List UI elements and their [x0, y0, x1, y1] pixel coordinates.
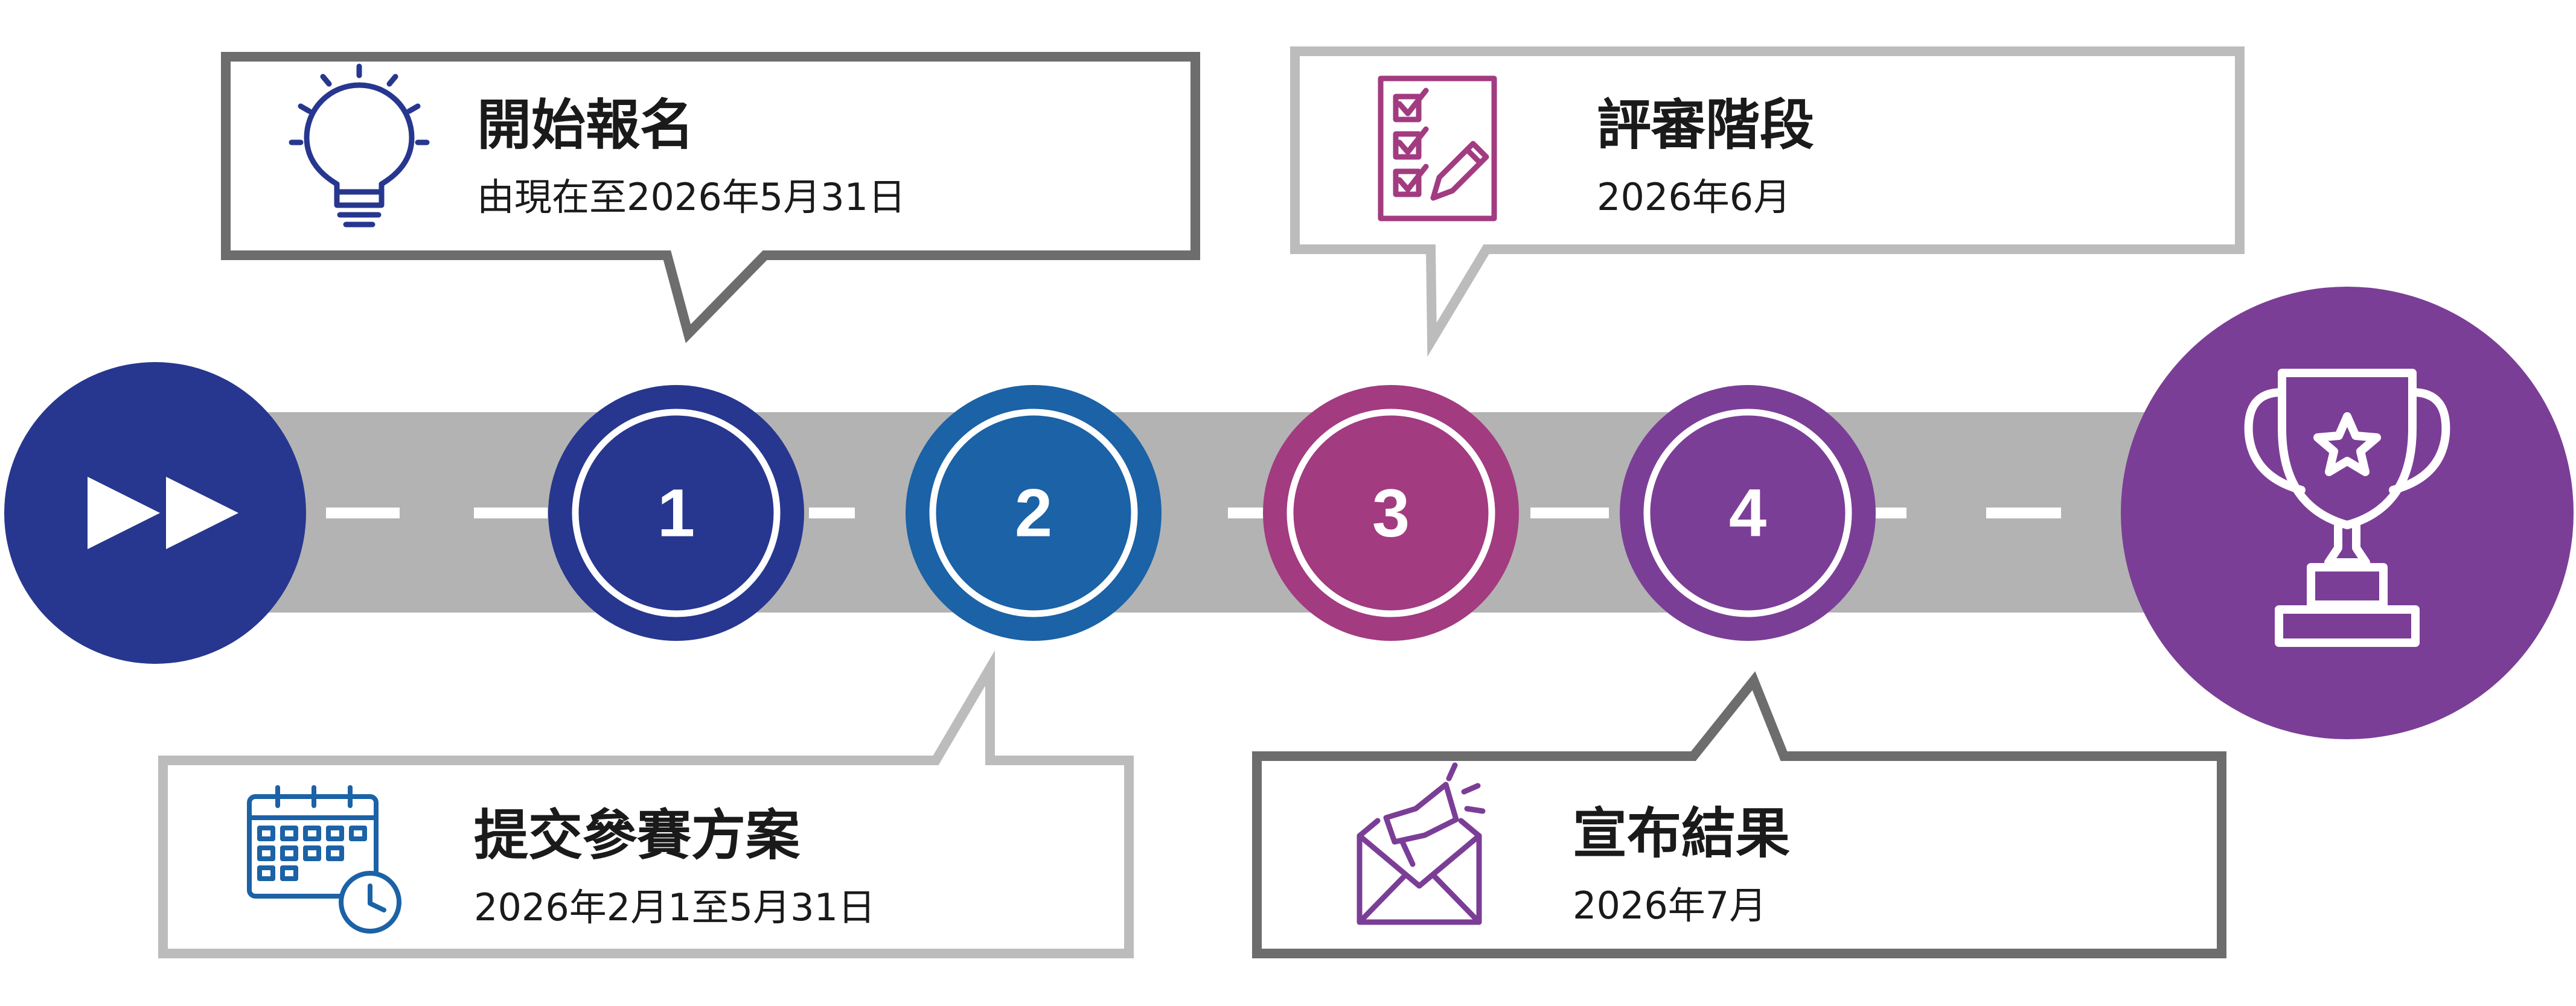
step-1-marker: 1 — [548, 385, 804, 641]
step-2-number: 2 — [1015, 476, 1052, 551]
step-1-date: 由現在至2026年5月31日 — [477, 175, 906, 219]
road-dashes — [326, 508, 2061, 518]
callout-step-3: 評審階段 2026年6月 — [1290, 46, 2245, 357]
step-2-title: 提交參賽方案 — [474, 804, 801, 867]
step-3-circle — [1263, 385, 1519, 641]
road-dash — [1530, 508, 1609, 518]
trophy-icon — [2244, 369, 2450, 647]
step-3-title: 評審階段 — [1597, 94, 1814, 157]
lightbulb-icon — [289, 63, 430, 228]
callout-step-4: 宣布結果 2026年7月 — [1252, 671, 2226, 958]
step-3-number: 3 — [1372, 476, 1410, 551]
step-4-circle — [1620, 385, 1876, 641]
calendar-clock-icon — [247, 785, 401, 934]
step-2-ring — [929, 409, 1138, 617]
fast-forward-icon — [88, 477, 238, 549]
step-4-marker: 4 — [1620, 385, 1876, 641]
finish-marker — [2121, 287, 2574, 739]
step-1-circle — [548, 385, 804, 641]
callout-1-frame — [221, 52, 1200, 343]
road-dash — [474, 508, 548, 518]
step-3-marker: 3 — [1263, 385, 1519, 641]
megaphone-envelope-icon — [1357, 762, 1486, 925]
step-4-title: 宣布結果 — [1573, 802, 1790, 865]
road-dash — [326, 508, 400, 518]
step-1-ring — [572, 409, 781, 617]
road-dash — [1871, 508, 1906, 518]
checklist-icon — [1378, 75, 1497, 221]
step-3-date: 2026年6月 — [1597, 175, 1791, 219]
finish-circle — [2121, 287, 2574, 739]
road-dash — [1986, 508, 2061, 518]
callout-step-1: 開始報名 由現在至2026年5月31日 — [221, 52, 1200, 343]
callout-3-frame — [1290, 46, 2245, 357]
step-4-ring — [1643, 409, 1852, 617]
step-3-ring — [1286, 409, 1495, 617]
callout-2-frame — [158, 650, 1134, 958]
road-dash — [1228, 508, 1269, 518]
road-dash — [809, 508, 855, 518]
step-1-title: 開始報名 — [477, 94, 694, 157]
step-2-circle — [906, 385, 1162, 641]
timeline-road — [151, 412, 2246, 613]
callout-step-2: 提交參賽方案 2026年2月1至5月31日 — [158, 650, 1134, 958]
step-4-date: 2026年7月 — [1573, 883, 1766, 928]
step-4-number: 4 — [1729, 476, 1766, 551]
step-1-number: 1 — [657, 476, 695, 551]
step-2-marker: 2 — [906, 385, 1162, 641]
callout-4-frame — [1252, 671, 2226, 958]
start-marker — [4, 362, 306, 664]
step-2-date: 2026年2月1至5月31日 — [474, 885, 875, 929]
